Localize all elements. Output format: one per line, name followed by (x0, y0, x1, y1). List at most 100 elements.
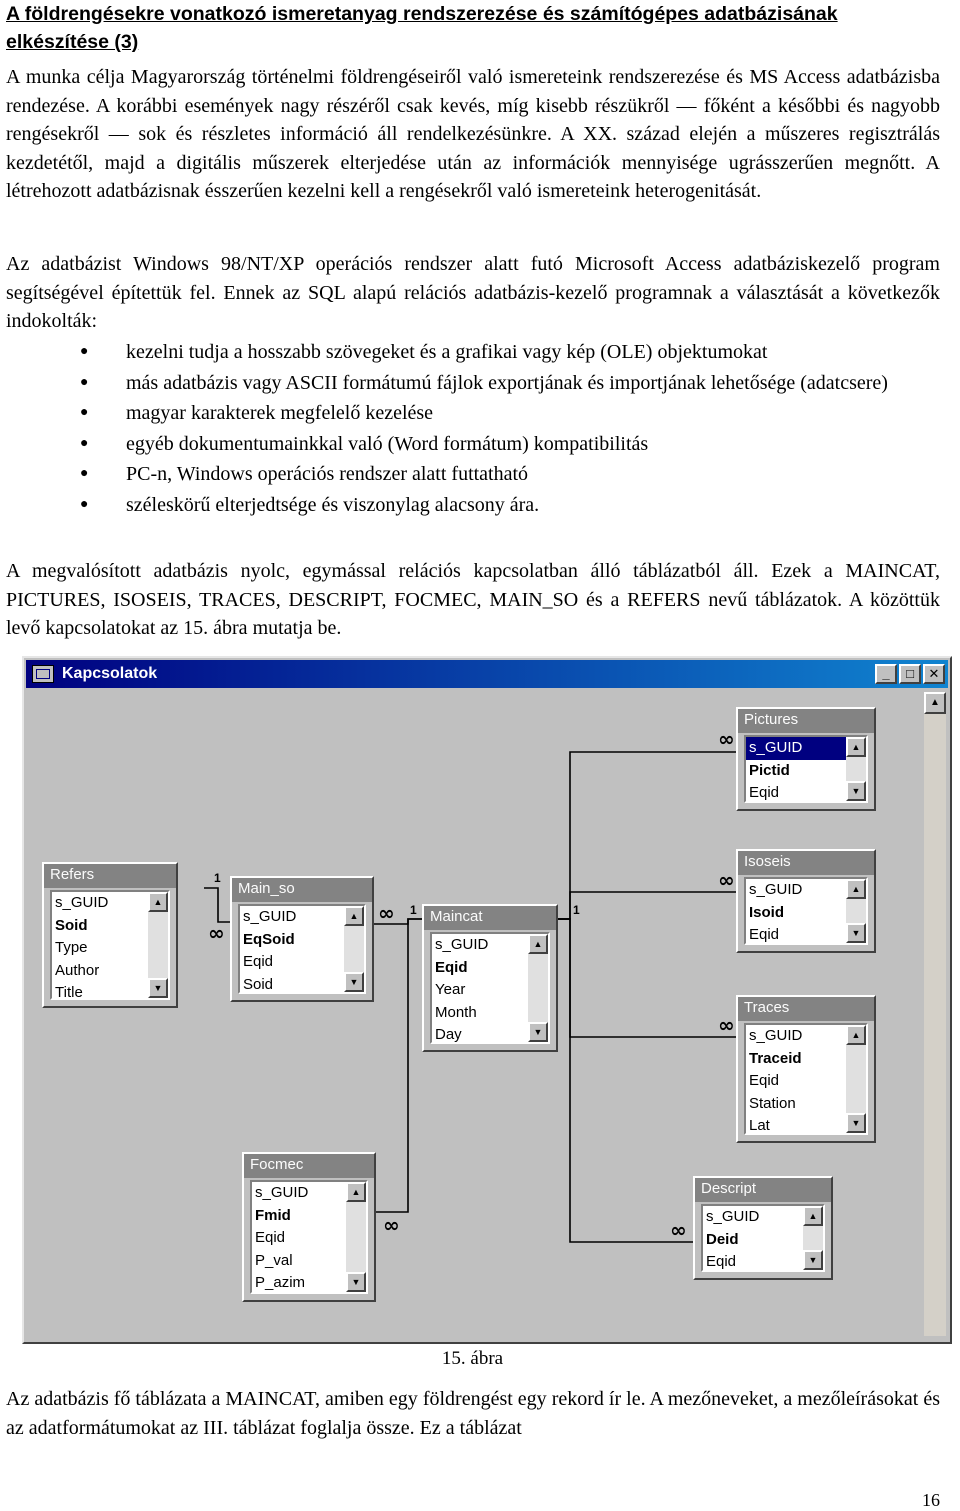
scroll-down-arrow-icon[interactable]: ▼ (846, 923, 866, 943)
scroll-up-arrow-icon[interactable]: ▲ (924, 692, 946, 714)
field-item[interactable]: Title (55, 984, 83, 1000)
field-scrollbar[interactable]: ▲ ▼ (528, 934, 548, 1042)
maximize-icon: □ (906, 666, 914, 681)
paragraph-intro: A munka célja Magyarország történelmi fö… (6, 66, 940, 202)
field-item[interactable]: Eqid (706, 1253, 737, 1270)
relation-one-label: 1 (214, 871, 221, 885)
table-refers[interactable]: Refers s_GUID Soid Type Author Title ▲ ▼ (42, 862, 178, 1008)
field-item[interactable]: s_GUID (55, 894, 109, 911)
field-list[interactable]: s_GUID Pictid Eqid ▲ ▼ (744, 735, 868, 803)
field-scrollbar[interactable]: ▲ ▼ (346, 1182, 366, 1292)
field-item[interactable]: Pictid (749, 761, 790, 779)
field-item[interactable]: P_azim (255, 1274, 306, 1291)
relation-line-main-so-refers (204, 887, 236, 923)
relation-one-label: 1 (410, 903, 417, 917)
window-vertical-scrollbar[interactable]: ▲ (924, 692, 946, 1336)
scroll-up-arrow-icon[interactable]: ▲ (846, 737, 866, 757)
field-scrollbar[interactable]: ▲ ▼ (148, 892, 168, 998)
field-item[interactable]: Isoid (749, 903, 785, 921)
field-item[interactable]: s_GUID (255, 1184, 309, 1201)
field-item[interactable]: Type (55, 939, 88, 956)
field-item[interactable]: Eqid (243, 953, 274, 970)
close-icon: ✕ (928, 666, 940, 681)
scroll-down-arrow-icon[interactable]: ▼ (803, 1250, 823, 1270)
field-item[interactable]: s_GUID (243, 908, 297, 925)
field-item[interactable]: Eqid (749, 926, 780, 943)
relationships-canvas[interactable]: 1 1 1 ∞ ∞ ∞ ∞ ∞ ∞ ∞ Refers s_GUID Soid T… (28, 692, 924, 1336)
field-item[interactable]: Day (435, 1026, 462, 1043)
field-list[interactable]: s_GUID Soid Type Author Title ▲ ▼ (50, 890, 170, 1000)
field-item[interactable]: s_GUID (435, 936, 489, 953)
field-item[interactable]: s_GUID (749, 1027, 803, 1044)
scroll-down-arrow-icon[interactable]: ▼ (344, 972, 364, 992)
paragraph-tables: A megvalósított adatbázis nyolc, egymáss… (6, 560, 940, 639)
field-list[interactable]: s_GUID EqSoid Eqid Soid ▲ ▼ (238, 904, 366, 994)
field-item[interactable]: s_GUID (746, 737, 846, 760)
field-item[interactable]: Fmid (255, 1206, 291, 1224)
field-item[interactable]: s_GUID (749, 881, 803, 898)
field-item[interactable]: Eqid (749, 1072, 780, 1089)
close-button[interactable]: ✕ (923, 664, 945, 684)
paragraph-maincat: Az adatbázis fő táblázata a MAINCAT, ami… (6, 1388, 940, 1439)
scroll-down-arrow-icon[interactable]: ▼ (346, 1272, 366, 1292)
scroll-up-arrow-icon[interactable]: ▲ (846, 879, 866, 899)
maximize-button[interactable]: □ (899, 664, 921, 684)
table-descript[interactable]: Descript s_GUID Deid Eqid ▲ ▼ (693, 1176, 833, 1280)
scroll-up-arrow-icon[interactable]: ▲ (148, 892, 168, 912)
relation-line-maincat-traces (546, 918, 738, 1038)
field-item[interactable]: Station (749, 1094, 796, 1112)
field-scrollbar[interactable]: ▲ ▼ (846, 737, 866, 801)
scroll-up-arrow-icon[interactable]: ▲ (846, 1025, 866, 1045)
field-scrollbar[interactable]: ▲ ▼ (846, 879, 866, 943)
field-scrollbar[interactable]: ▲ ▼ (846, 1025, 866, 1133)
paragraph-software: Az adatbázist Windows 98/NT/XP operációs… (6, 253, 940, 332)
field-item[interactable]: Author (55, 961, 100, 979)
table-pictures[interactable]: Pictures s_GUID Pictid Eqid ▲ ▼ (736, 707, 876, 811)
field-item[interactable]: s_GUID (706, 1208, 760, 1225)
field-item[interactable]: Soid (55, 916, 88, 934)
field-list[interactable]: s_GUID Fmid Eqid P_val P_azim ▲ ▼ (250, 1180, 368, 1294)
table-focmec[interactable]: Focmec s_GUID Fmid Eqid P_val P_azim ▲ ▼ (242, 1152, 376, 1302)
relation-line-maincat-pictures (546, 751, 738, 920)
scroll-up-arrow-icon[interactable]: ▲ (344, 906, 364, 926)
relation-many-label: ∞ (208, 921, 225, 945)
table-maincat[interactable]: Maincat s_GUID Eqid Year Month Day ▲ ▼ (422, 904, 558, 1052)
list-item: PC-n, Windows operációs rendszer alatt f… (80, 459, 940, 490)
field-item[interactable]: Year (435, 981, 466, 998)
scroll-down-arrow-icon[interactable]: ▼ (528, 1022, 548, 1042)
field-item[interactable]: Lat (749, 1117, 770, 1134)
field-item[interactable]: Deid (706, 1230, 739, 1248)
field-item[interactable]: P_val (255, 1251, 293, 1269)
list-item: más adatbázis vagy ASCII formátumú fájlo… (80, 368, 940, 399)
field-item[interactable]: Traceid (749, 1049, 802, 1067)
field-list[interactable]: s_GUID Isoid Eqid ▲ ▼ (744, 877, 868, 945)
relationship-lines: 1 1 1 ∞ ∞ ∞ ∞ ∞ ∞ ∞ (204, 727, 738, 1243)
scroll-up-arrow-icon[interactable]: ▲ (528, 934, 548, 954)
table-title: Isoseis (738, 851, 874, 875)
relation-many-label: ∞ (718, 727, 735, 751)
field-item[interactable]: Eqid (255, 1229, 286, 1246)
table-isoseis[interactable]: Isoseis s_GUID Isoid Eqid ▲ ▼ (736, 849, 876, 953)
field-item[interactable]: Month (435, 1003, 477, 1021)
scroll-down-arrow-icon[interactable]: ▼ (846, 1113, 866, 1133)
field-list[interactable]: s_GUID Eqid Year Month Day ▲ ▼ (430, 932, 550, 1044)
list-item: kezelni tudja a hosszabb szövegeket és a… (80, 337, 940, 368)
scroll-up-arrow-icon[interactable]: ▲ (346, 1182, 366, 1202)
field-item[interactable]: Eqid (749, 784, 780, 801)
field-scrollbar[interactable]: ▲ ▼ (803, 1206, 823, 1270)
field-list[interactable]: s_GUID Deid Eqid ▲ ▼ (701, 1204, 825, 1272)
field-item[interactable]: Soid (243, 975, 274, 993)
field-item[interactable]: Eqid (435, 958, 468, 976)
minimize-button[interactable]: _ (875, 664, 897, 684)
window-title: Kapcsolatok (62, 665, 158, 682)
table-main-so[interactable]: Main_so s_GUID EqSoid Eqid Soid ▲ ▼ (230, 876, 374, 1002)
table-traces[interactable]: Traces s_GUID Traceid Eqid Station Lat ▲… (736, 995, 876, 1143)
field-item[interactable]: EqSoid (243, 930, 295, 948)
field-list[interactable]: s_GUID Traceid Eqid Station Lat ▲ ▼ (744, 1023, 868, 1135)
field-scrollbar[interactable]: ▲ ▼ (344, 906, 364, 992)
scroll-down-arrow-icon[interactable]: ▼ (148, 978, 168, 998)
scroll-up-arrow-icon[interactable]: ▲ (803, 1206, 823, 1226)
table-title: Traces (738, 997, 874, 1021)
scroll-down-arrow-icon[interactable]: ▼ (846, 781, 866, 801)
window-titlebar[interactable]: Kapcsolatok _ □ ✕ (26, 660, 948, 688)
